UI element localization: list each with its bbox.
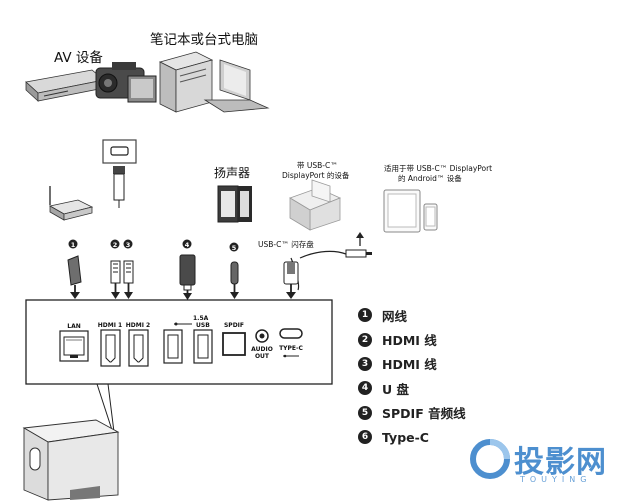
spdif-port-icon bbox=[222, 332, 246, 356]
usbc-device-icon bbox=[289, 179, 342, 231]
tablet-icon bbox=[383, 189, 421, 233]
legend-item: 1 网线 bbox=[358, 303, 518, 327]
spdif-plug-icon bbox=[230, 261, 239, 299]
callout-3: 3 bbox=[126, 241, 131, 249]
hdmi2-port-icon bbox=[128, 329, 149, 367]
speakers-icon bbox=[217, 185, 252, 223]
audio-out-label-1: AUDIO bbox=[251, 346, 273, 353]
usb-port-1-icon bbox=[163, 329, 183, 364]
legend-label: 网线 bbox=[382, 308, 408, 324]
typec-usb-symbol-icon bbox=[283, 354, 299, 358]
lan-port-label: LAN bbox=[67, 323, 81, 330]
legend-label: HDMI 线 bbox=[382, 333, 437, 349]
usb-rating-label: 1.5A bbox=[193, 315, 209, 322]
audio-out-port-icon bbox=[255, 329, 269, 343]
phone-icon bbox=[423, 203, 438, 231]
legend-item: 5 SPDIF 音频线 bbox=[358, 401, 518, 425]
callout-5: 5 bbox=[232, 244, 237, 252]
typec-port-label: TYPE-C bbox=[279, 345, 303, 352]
usb-port-2-icon bbox=[193, 329, 213, 364]
hdmi1-port-label: HDMI 1 bbox=[98, 322, 122, 329]
watermark-logo-icon bbox=[470, 439, 510, 479]
legend-label: SPDIF 音频线 bbox=[382, 406, 466, 422]
legend-item: 3 HDMI 线 bbox=[358, 352, 518, 376]
hdmi-plug-3-icon bbox=[123, 260, 134, 299]
legend-item: 4 U 盘 bbox=[358, 376, 518, 400]
callout-4: 4 bbox=[185, 241, 190, 249]
computer-label: 笔记本或台式电脑 bbox=[150, 32, 258, 48]
legend-item: 2 HDMI 线 bbox=[358, 327, 518, 351]
usbc-device-label-2: DisplayPort 的设备 bbox=[282, 170, 350, 180]
android-label-2: 的 Android™ 设备 bbox=[398, 173, 462, 183]
legend-number: 1 bbox=[358, 308, 372, 323]
laptop-icon bbox=[203, 59, 270, 113]
desktop-tower-icon bbox=[158, 51, 214, 113]
usbc-device-label-1: 带 USB-C™ bbox=[297, 161, 338, 170]
callout-2: 2 bbox=[113, 241, 118, 249]
hdmi-plug-icon bbox=[113, 166, 125, 208]
legend-item: 6 Type-C bbox=[358, 425, 518, 449]
legend-label: Type-C bbox=[382, 429, 429, 445]
zoom-lines bbox=[96, 383, 115, 433]
spdif-port-label: SPDIF bbox=[224, 322, 244, 329]
hdmi-source-icon bbox=[102, 139, 137, 164]
av-devices-label: AV 设备 bbox=[54, 49, 103, 66]
audio-out-label-2: OUT bbox=[255, 353, 270, 360]
watermark-subtext: TOUYING bbox=[520, 475, 592, 484]
callout-badges: 1 2 3 4 5 bbox=[68, 239, 239, 252]
typec-port-icon bbox=[279, 328, 303, 339]
hdmi2-port-label: HDMI 2 bbox=[126, 322, 150, 329]
android-label-1: 适用于带 USB-C™ DisplayPort bbox=[384, 163, 492, 173]
dvd-player-icon bbox=[25, 69, 105, 102]
legend-number: 2 bbox=[358, 332, 372, 347]
legend-number: 6 bbox=[358, 430, 372, 445]
lan-plug-icon bbox=[67, 255, 82, 299]
router-icon bbox=[48, 186, 94, 221]
projector-icon bbox=[22, 419, 120, 501]
watermark: 投影网 TOUYING bbox=[468, 435, 633, 487]
usb-port-label: USB bbox=[196, 322, 210, 329]
legend-label: U 盘 bbox=[382, 381, 410, 397]
usbc-flash-label: USB-C™ 闪存盘 bbox=[258, 239, 314, 249]
usb-symbol-icon bbox=[174, 322, 192, 326]
legend-number: 4 bbox=[358, 381, 372, 396]
camcorder-icon bbox=[95, 62, 157, 103]
usb-drive-icon bbox=[179, 254, 196, 300]
legend-number: 3 bbox=[358, 356, 372, 371]
hdmi-plug-2-icon bbox=[110, 260, 121, 299]
usbc-flash-plug-icon bbox=[283, 261, 299, 299]
hdmi1-port-icon bbox=[100, 329, 121, 367]
watermark-text: 投影网 bbox=[514, 445, 607, 480]
legend: 1 网线 2 HDMI 线 3 HDMI 线 4 U 盘 5 SPDIF 音频线… bbox=[358, 303, 518, 449]
usbc-cable-icon bbox=[290, 232, 372, 291]
callout-1: 1 bbox=[71, 241, 76, 249]
legend-number: 5 bbox=[358, 405, 372, 420]
legend-label: HDMI 线 bbox=[382, 357, 437, 373]
speakers-label: 扬声器 bbox=[214, 165, 250, 180]
lan-port-icon bbox=[59, 330, 89, 362]
